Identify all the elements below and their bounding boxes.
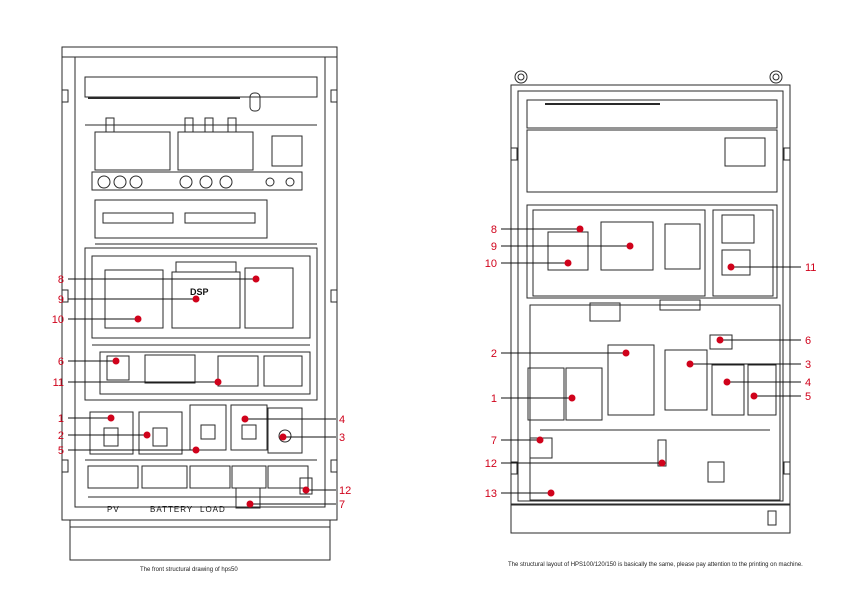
right-board-11 [721,249,751,276]
left-contactor-5 [189,404,227,451]
left-callout-label-6: 6 [58,356,64,368]
right-callout-label-2: 2 [491,348,497,360]
left-callout-dot-8 [252,275,260,283]
left-callout-dot-10 [134,315,142,323]
left-callout-dot-4 [241,415,249,423]
right-callout-label-9: 9 [491,241,497,253]
right-terminal-6 [709,334,733,350]
left-callout-label-11: 11 [53,377,64,389]
right-contactor-4 [711,364,745,416]
left-contactor-4 [230,404,268,451]
left-callout-label-8: 8 [58,274,64,286]
left-callout-dot-5 [192,446,200,454]
left-callout-dot-7 [246,500,254,508]
right-callout-label-6: 6 [805,335,811,347]
left-caption: The front structural drawing of hps50 [140,567,238,573]
right-callout-label-5: 5 [805,391,811,403]
right-control-panel [526,204,778,299]
right-breaker-2 [607,344,655,416]
right-board-10 [547,231,589,271]
right-breaker-1b [565,367,603,421]
left-breaker-1 [89,411,134,455]
left-terminal-7 [235,487,261,509]
right-callout-label-8: 8 [491,224,497,236]
right-callout-label-10: 10 [485,258,497,270]
left-cabinet-outer [61,46,338,521]
right-callout-dot-11 [727,263,735,271]
right-callout-dot-2 [622,349,630,357]
right-callout-label-12: 12 [485,458,497,470]
left-dsp-board [171,271,241,329]
right-callout-label-4: 4 [805,377,811,389]
right-cabinet-base [510,504,791,534]
left-callout-dot-12 [302,486,310,494]
right-contactor-5 [747,364,777,416]
left-callout-label-12: 12 [339,485,351,497]
left-callout-dot-1 [107,414,115,422]
left-callout-label-4: 4 [339,414,345,426]
right-callout-label-3: 3 [805,359,811,371]
right-callout-label-13: 13 [485,488,497,500]
terminal-label-load: LOAD [200,505,226,514]
right-callout-dot-13 [547,489,555,497]
right-callout-dot-10 [564,259,572,267]
right-caption: The structural layout of HPS100/120/150 … [508,562,803,568]
right-callout-dot-8 [576,225,584,233]
left-callout-dot-9 [192,295,200,303]
left-breaker-2 [138,411,183,455]
left-callout-label-3: 3 [339,432,345,444]
right-callout-dot-9 [626,242,634,250]
right-callout-dot-5 [750,392,758,400]
right-callout-label-11: 11 [805,262,816,274]
left-callout-label-2: 2 [58,430,64,442]
left-callout-label-10: 10 [52,314,64,326]
right-callout-label-1: 1 [491,393,497,405]
right-callouts: 8 9 10 11 6 2 3 4 1 5 7 12 13 [485,224,817,500]
right-cabinet-outer [510,84,791,534]
left-contactor-3 [267,407,303,454]
right-breaker-3 [664,349,708,411]
right-callout-dot-3 [686,360,694,368]
right-callout-dot-12 [658,459,666,467]
terminal-label-battery: BATTERY [150,505,193,514]
left-cabinet [61,46,338,561]
left-callout-label-5: 5 [58,445,64,457]
left-cabinet-base [69,519,331,561]
left-callout-label-9: 9 [58,294,64,306]
left-control-panel [84,247,318,401]
left-callout-dot-6 [112,357,120,365]
terminal-label-pv: PV [107,505,120,514]
left-callout-label-7: 7 [339,499,345,511]
left-callout-dot-11 [214,378,222,386]
right-callout-dot-1 [568,394,576,402]
left-callout-dot-3 [279,433,287,441]
dsp-label: DSP [190,287,209,297]
right-cabinet [510,70,791,534]
right-callout-dot-7 [536,436,544,444]
left-callout-dot-2 [143,431,151,439]
left-breaker-6 [106,355,130,381]
right-callout-label-7: 7 [491,435,497,447]
right-breaker-1a [527,367,565,421]
right-callout-dot-4 [723,378,731,386]
left-callout-label-1: 1 [58,413,64,425]
right-callout-dot-6 [716,336,724,344]
